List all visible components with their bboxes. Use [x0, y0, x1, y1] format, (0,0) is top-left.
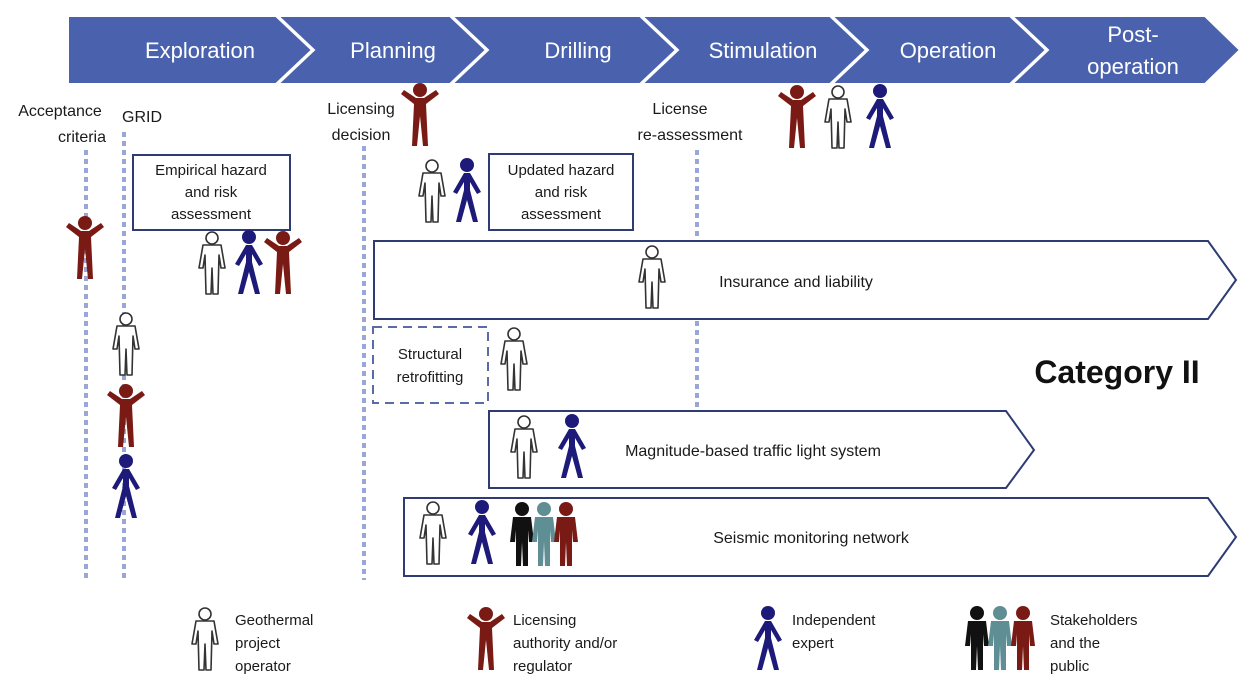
insurance-arrow — [373, 240, 1238, 320]
legend-regulator-icon — [467, 607, 505, 670]
operator-figure — [418, 159, 446, 223]
legend-stakeholder-teal-icon — [988, 606, 1012, 670]
legend: Geothermal project operator Licensing au… — [191, 606, 1138, 675]
empirical-assessment-box — [132, 154, 291, 231]
updated-assessment-label-3: assessment — [521, 206, 602, 223]
retrofitting-label-2: retrofitting — [397, 369, 464, 386]
regulator-figure — [778, 85, 816, 148]
legend-operator-label-3: operator — [235, 658, 291, 675]
phase-chevron-post-operation — [1009, 15, 1242, 85]
traffic-light-arrow — [488, 410, 1036, 489]
legend-regulator-label-2: authority and/or — [513, 635, 617, 652]
grid-label: GRID — [122, 109, 162, 126]
legend-expert-label-1: Independent — [792, 612, 876, 629]
legend-stakeholder-black-icon — [965, 606, 989, 670]
legend-expert-label-2: expert — [792, 635, 835, 652]
updated-assessment-label-1: Updated hazard — [508, 162, 615, 179]
phase-chevron-stimulation — [639, 15, 868, 85]
legend-stakeholder-red-icon — [1011, 606, 1035, 670]
retrofitting-box — [372, 326, 489, 404]
legend-stakeholders-label-3: public — [1050, 658, 1090, 675]
licensing-decision-label-2: decision — [332, 127, 391, 144]
regulator-figure — [401, 83, 439, 146]
acceptance-criteria-label-1: Acceptance — [18, 103, 102, 120]
legend-operator-icon — [191, 607, 219, 671]
operator-figure — [824, 85, 852, 149]
phase-bar: Exploration Planning Drilling Stimulatio… — [67, 15, 1242, 85]
retrofitting-label-1: Structural — [398, 346, 462, 363]
traffic-light-label: Magnitude-based traffic light system — [625, 443, 881, 460]
phase-label-drilling: Drilling — [544, 38, 611, 63]
updated-assessment-label-2: and risk — [535, 184, 588, 201]
legend-regulator-label-1: Licensing — [513, 612, 576, 629]
empirical-assessment-label-1: Empirical hazard — [155, 162, 267, 179]
legend-operator-label-1: Geothermal — [235, 612, 313, 629]
seismic-network-label: Seismic monitoring network — [713, 530, 910, 547]
phase-label-exploration: Exploration — [145, 38, 255, 63]
updated-assessment-box — [488, 153, 634, 231]
expert-figure — [112, 454, 140, 518]
license-reassessment-label-1: License — [652, 101, 707, 118]
legend-expert-icon — [754, 606, 782, 670]
operator-figure — [112, 312, 140, 376]
phase-label-post-operation-1: Post- — [1107, 22, 1158, 47]
licensing-decision-label-1: Licensing — [327, 101, 395, 118]
phase-chevron-exploration — [67, 15, 314, 85]
acceptance-criteria-label-2: criteria — [58, 129, 106, 146]
phase-label-operation: Operation — [900, 38, 997, 63]
category-label: Category II — [1034, 354, 1199, 390]
legend-operator-label-2: project — [235, 635, 281, 652]
license-reassessment-label-2: re-assessment — [638, 127, 743, 144]
phase-chevron-drilling — [449, 15, 678, 85]
phase-chevron-operation — [829, 15, 1048, 85]
operator-figure — [500, 327, 528, 391]
phase-label-post-operation-2: operation — [1087, 54, 1179, 79]
phase-chevron-planning — [275, 15, 488, 85]
expert-figure — [235, 230, 263, 294]
empirical-assessment-label-2: and risk — [185, 184, 238, 201]
legend-stakeholders-label-2: and the — [1050, 635, 1100, 652]
expert-figure — [866, 84, 894, 148]
expert-figure — [453, 158, 481, 222]
phase-label-planning: Planning — [350, 38, 436, 63]
phase-label-stimulation: Stimulation — [709, 38, 818, 63]
empirical-assessment-label-3: assessment — [171, 206, 252, 223]
legend-stakeholders-label-1: Stakeholders — [1050, 612, 1138, 629]
operator-figure — [198, 231, 226, 295]
regulator-figure — [264, 231, 302, 294]
seismic-network-arrow — [403, 497, 1238, 577]
insurance-label: Insurance and liability — [719, 274, 873, 291]
legend-regulator-label-3: regulator — [513, 658, 572, 675]
regulator-figure — [107, 384, 145, 447]
